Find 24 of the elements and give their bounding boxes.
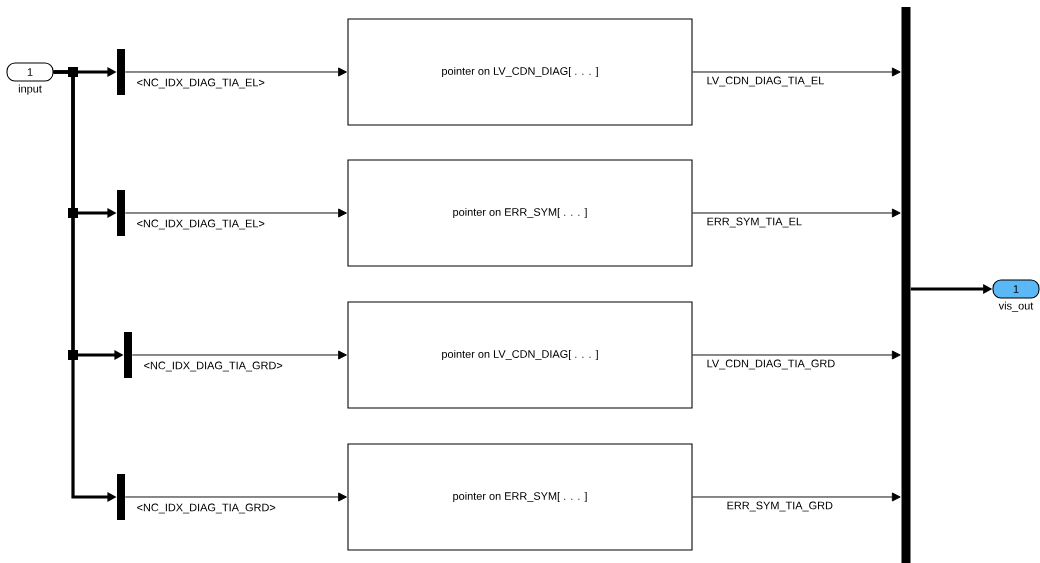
arrow: [124, 208, 347, 218]
arrow: [692, 208, 901, 218]
port-label: vis_out: [998, 301, 1034, 312]
port: 1: [6, 62, 54, 82]
arrow: [692, 492, 901, 502]
arrow: [692, 67, 901, 77]
process-box: pointer on ERR_SYM[ . . . ]: [347, 159, 693, 267]
edge-label: <NC_IDX_DIAG_TIA_GRD>: [137, 503, 276, 514]
edge-label: LV_CDN_DIAG_TIA_GRD: [707, 359, 835, 370]
edge-label: <NC_IDX_DIAG_TIA_EL>: [137, 78, 265, 89]
edge-label: <NC_IDX_DIAG_TIA_EL>: [137, 219, 265, 230]
port-label: input: [18, 84, 42, 95]
process-box: pointer on ERR_SYM[ . . . ]: [347, 443, 693, 551]
arrow: [692, 350, 901, 360]
arrow: [131, 350, 347, 360]
arrow: [124, 67, 347, 77]
edge-label: LV_CDN_DIAG_TIA_EL: [707, 76, 824, 87]
process-box: pointer on LV_CDN_DIAG[ . . . ]: [347, 301, 693, 409]
process-box: pointer on LV_CDN_DIAG[ . . . ]: [347, 18, 693, 126]
edge-label: ERR_SYM_TIA_EL: [707, 217, 802, 228]
arrow: [124, 492, 347, 502]
edge-label: <NC_IDX_DIAG_TIA_GRD>: [144, 361, 283, 372]
port: 1: [992, 279, 1040, 299]
edge-label: ERR_SYM_TIA_GRD: [727, 501, 833, 512]
